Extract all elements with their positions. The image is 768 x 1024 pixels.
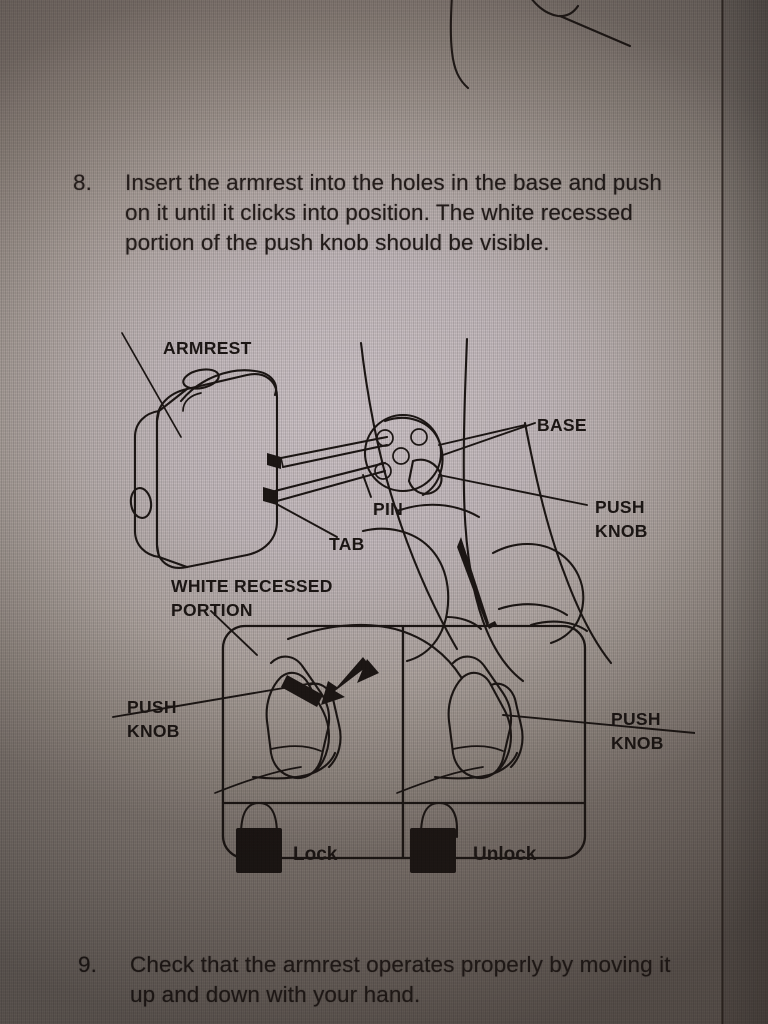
detail-cell-unlock: [396, 655, 695, 794]
padlock-closed-shackle-icon: [239, 801, 279, 837]
label-white-recessed-line2: PORTION: [171, 600, 253, 620]
page-gutter-shadow: [724, 0, 768, 1024]
padlock-open-shackle-icon: [419, 801, 459, 839]
label-push-knob-left-line1: PUSH: [127, 697, 177, 717]
legend-unlock-text: Unlock: [473, 844, 537, 865]
legend-lock: Lock: [236, 801, 338, 873]
label-push-knob-right-line2: KNOB: [595, 521, 648, 541]
label-white-recessed-line1: WHITE RECESSED: [171, 576, 333, 596]
armrest-body: [121, 332, 279, 569]
legend-lock-text: Lock: [293, 844, 338, 865]
step-9-number: 9.: [78, 952, 97, 977]
step-8: 8. Insert the armrest into the holes in …: [73, 168, 673, 258]
label-armrest: ARMREST: [163, 338, 252, 358]
step-9: 9. Check that the armrest operates prope…: [78, 950, 678, 1010]
detail-cell-lock: [112, 655, 379, 794]
label-push-knob-panel-right-line2: KNOB: [611, 733, 664, 753]
step-9-text: Check that the armrest operates properly…: [130, 952, 671, 1007]
label-push-knob-panel-right-line1: PUSH: [611, 709, 661, 729]
top-linework-fragment: [449, 0, 632, 90]
label-push-knob-right-line1: PUSH: [595, 497, 645, 517]
label-pin: PIN: [373, 499, 403, 519]
detail-panel: Lock Unlock: [112, 624, 695, 873]
label-tab: TAB: [329, 534, 365, 554]
step-8-number: 8.: [73, 170, 92, 195]
base-hub: [363, 413, 444, 497]
legend-unlock: Unlock: [410, 801, 537, 873]
page-binding-line: [721, 0, 724, 1024]
padlock-closed-body-icon: [236, 828, 282, 873]
label-push-knob-left-line2: KNOB: [127, 721, 180, 741]
leader-lines: [210, 422, 588, 656]
padlock-open-body-icon: [410, 828, 456, 873]
label-base: BASE: [537, 415, 587, 435]
armrest-pins: [263, 435, 389, 505]
step-8-text: Insert the armrest into the holes in the…: [125, 170, 662, 255]
armrest-installation-diagram: ARMREST BASE PIN TAB PUSH KNOB WHITE REC…: [95, 325, 695, 885]
seat-base-contours: [286, 337, 613, 683]
